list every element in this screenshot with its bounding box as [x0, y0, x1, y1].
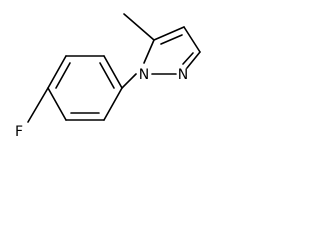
- bond-c5-methyl: [123, 13, 155, 41]
- double-bond-c4-c5: [55, 62, 71, 89]
- bond-c4-c5: [47, 55, 67, 89]
- structure-diagram: F N N: [15, 13, 201, 140]
- double-bond-c6-c1: [99, 62, 115, 89]
- atom-label-fluorine: F: [15, 124, 23, 140]
- atom-label-nitrogen-1: N: [139, 67, 149, 83]
- bond-c-f: [27, 87, 49, 123]
- pyrazole-ring: [143, 26, 201, 75]
- bond-c3-c4: [47, 87, 67, 121]
- double-bond-c5-c4: [160, 34, 183, 45]
- bond-c3-n2: [186, 51, 201, 69]
- bond-c6-c1: [103, 55, 123, 89]
- bond-c5-c4: [153, 26, 185, 41]
- bond-c1-c2: [103, 87, 123, 121]
- atom-label-nitrogen-2: N: [178, 67, 188, 83]
- bond-c4-c3: [183, 26, 201, 53]
- bond-n1-aryl: [121, 73, 137, 89]
- double-bond-c3-n2: [182, 52, 194, 65]
- bond-n1-c5: [143, 39, 155, 64]
- benzene-ring: [47, 55, 123, 121]
